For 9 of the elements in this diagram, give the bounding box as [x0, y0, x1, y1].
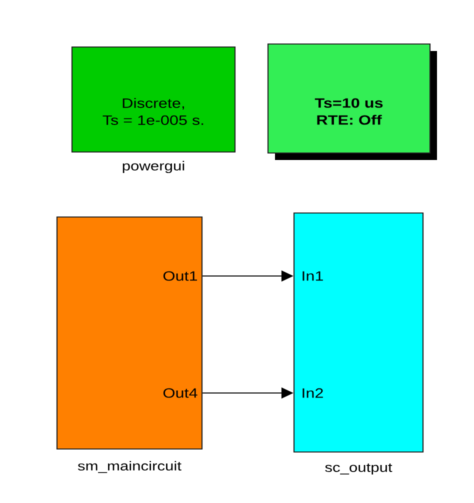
port-label: In1	[302, 271, 323, 281]
block: Ts=10 us RTE: Off	[267, 43, 437, 160]
port-label: Out4	[163, 388, 198, 398]
block: Discrete, Ts = 1e-005 s.	[71, 46, 236, 153]
port-label: In2	[302, 388, 323, 398]
block-name: powergui	[122, 160, 184, 174]
block-name: sm_maincircuit	[78, 461, 182, 473]
port-label: Out1	[163, 271, 198, 281]
block-name: sc_output	[325, 463, 392, 475]
